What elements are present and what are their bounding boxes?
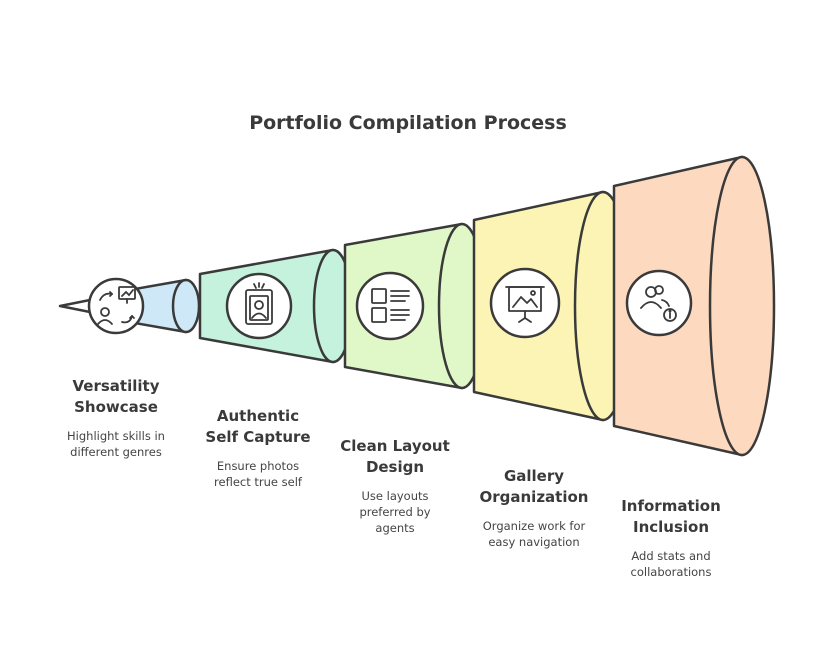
step-2-icon-circle xyxy=(225,272,293,340)
step-4-icon-circle xyxy=(489,267,561,339)
user-info-icon xyxy=(640,285,677,322)
step-description: Use layouts preferred by agents xyxy=(359,489,431,535)
step-5-icon-circle xyxy=(625,269,693,337)
funnel-segment-4 xyxy=(472,190,633,422)
step-authentic-self-capture: Authentic Self Capture Ensure photos ref… xyxy=(173,406,343,490)
step-description: Ensure photos reflect true self xyxy=(214,459,302,489)
funnel-segment-1 xyxy=(87,277,201,335)
step-title: Gallery Organization xyxy=(479,467,589,506)
step-description: Highlight skills in different genres xyxy=(67,429,165,459)
funnel-segment-3 xyxy=(343,222,487,390)
step-title: Clean Layout Design xyxy=(340,437,450,476)
step-title: Versatility Showcase xyxy=(72,377,160,416)
step-information-inclusion: Information Inclusion Add stats and coll… xyxy=(586,496,756,580)
diagram-title: Portfolio Compilation Process xyxy=(249,112,567,134)
people-presentation-icon xyxy=(97,286,136,325)
step-title: Authentic Self Capture xyxy=(205,407,311,446)
step-versatility-showcase: Versatility Showcase Highlight skills in… xyxy=(31,376,201,460)
funnel-segment-2 xyxy=(198,248,354,364)
step-clean-layout-design: Clean Layout Design Use layouts preferre… xyxy=(310,436,480,536)
funnel-segment-5 xyxy=(612,155,776,457)
step-title: Information Inclusion xyxy=(621,497,721,536)
step-description: Organize work for easy navigation xyxy=(482,519,586,549)
gallery-board-icon xyxy=(505,286,545,323)
step-3-icon-circle xyxy=(355,271,425,341)
step-description: Add stats and collaborations xyxy=(630,549,712,579)
step-gallery-organization: Gallery Organization Organize work for e… xyxy=(449,466,619,550)
self-portrait-icon xyxy=(245,282,273,325)
layout-grid-icon xyxy=(371,288,410,323)
